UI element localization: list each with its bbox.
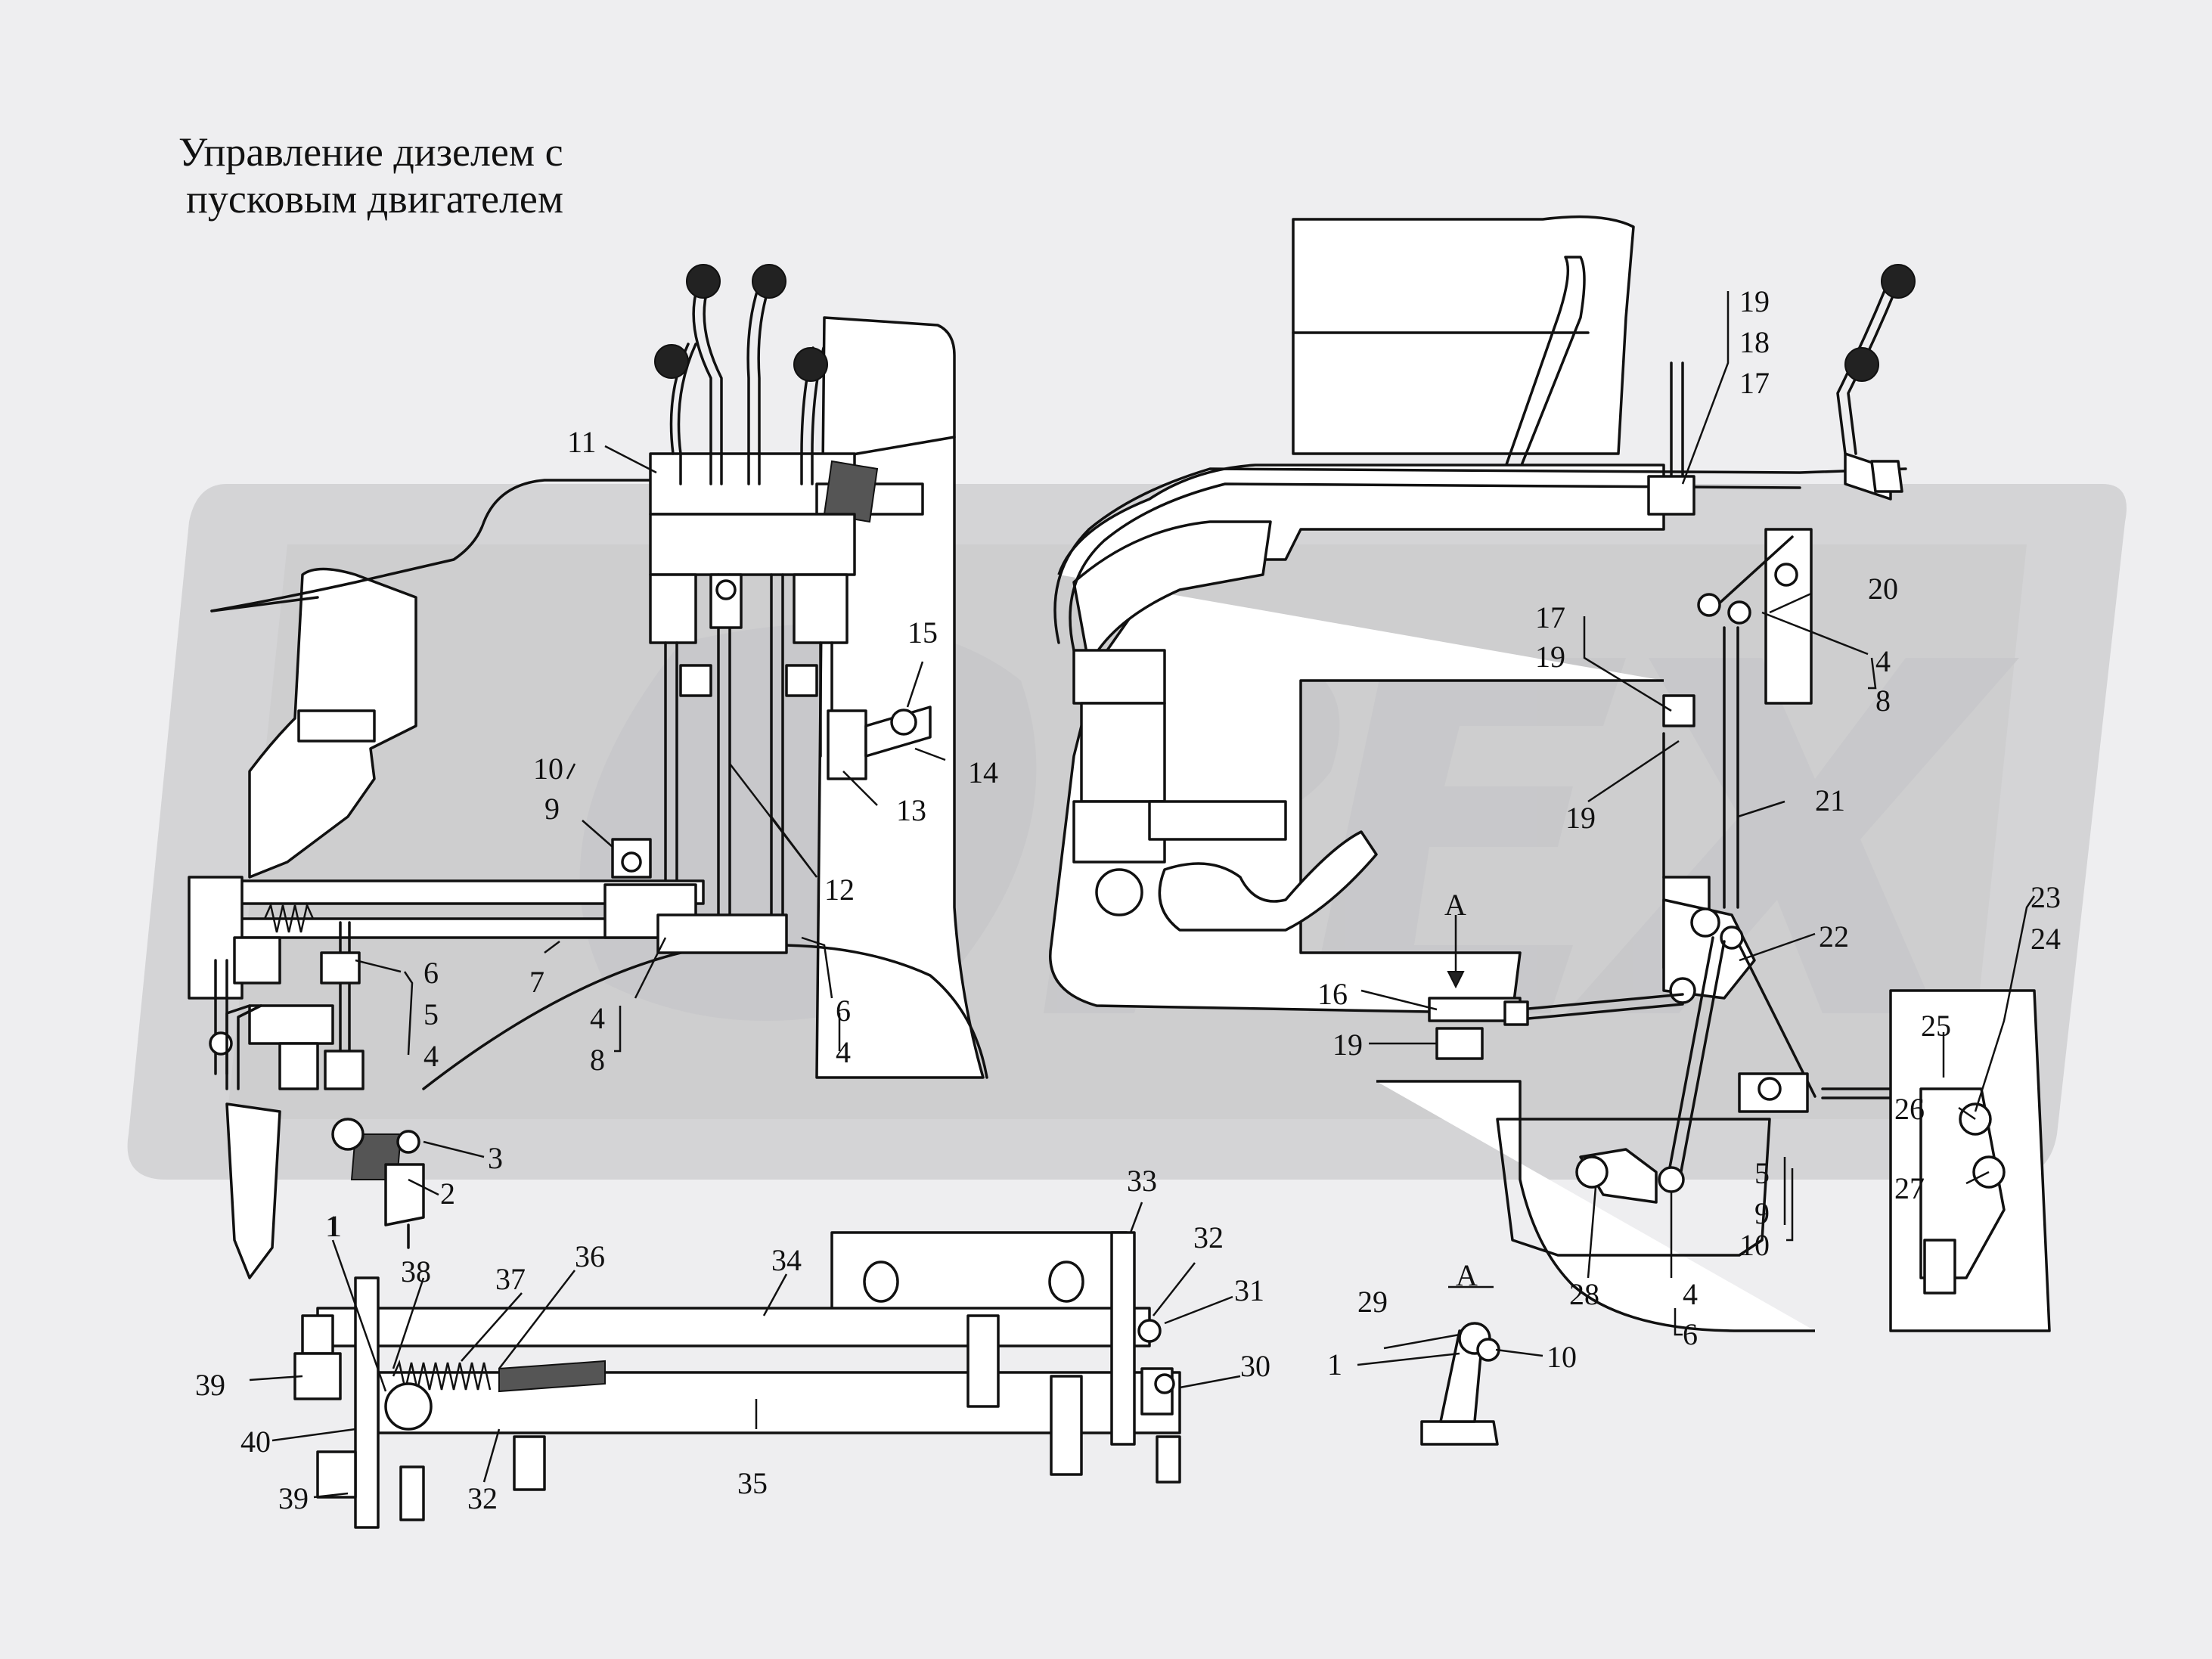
label-bottom-37: 37 bbox=[495, 1262, 526, 1296]
label-left-4: 4 bbox=[423, 1039, 439, 1073]
label-right-16: 16 bbox=[1317, 977, 1348, 1011]
label-left-3: 3 bbox=[488, 1141, 503, 1175]
label-right-27: 27 bbox=[1894, 1171, 1925, 1205]
label-right-19d: 19 bbox=[1332, 1028, 1363, 1062]
label-left-12: 12 bbox=[824, 873, 855, 907]
label-right-6: 6 bbox=[1683, 1317, 1698, 1351]
leader-lines bbox=[249, 291, 2036, 1499]
label-right-25: 25 bbox=[1921, 1009, 1951, 1043]
label-right-5: 5 bbox=[1754, 1156, 1770, 1190]
label-bottom-36: 36 bbox=[575, 1239, 605, 1273]
left-assembly bbox=[188, 264, 988, 1279]
label-right-17b: 17 bbox=[1535, 600, 1565, 634]
label-right-10: 10 bbox=[1739, 1228, 1770, 1262]
label-right-26: 26 bbox=[1894, 1092, 1925, 1126]
label-right-19c: 19 bbox=[1565, 801, 1596, 835]
label-right-8: 8 bbox=[1875, 684, 1891, 718]
label-right-4b: 4 bbox=[1683, 1277, 1698, 1311]
label-bottom-30: 30 bbox=[1240, 1349, 1270, 1383]
label-left-7: 7 bbox=[529, 965, 544, 999]
label-left-14: 14 bbox=[968, 755, 998, 789]
label-view-a-1: 1 bbox=[1327, 1347, 1342, 1381]
label-left-9: 9 bbox=[544, 792, 560, 826]
label-bottom-32: 32 bbox=[1193, 1220, 1224, 1254]
label-right-24: 24 bbox=[2031, 922, 2061, 956]
label-left-1: 1 bbox=[325, 1209, 340, 1243]
label-left-8: 8 bbox=[590, 1043, 605, 1077]
label-bottom-33: 33 bbox=[1127, 1164, 1157, 1198]
label-left-4c: 4 bbox=[836, 1035, 851, 1069]
view-a-detail bbox=[1420, 1322, 1500, 1446]
label-view-a-10: 10 bbox=[1547, 1340, 1577, 1374]
label-left-2: 2 bbox=[440, 1177, 455, 1211]
label-right-22: 22 bbox=[1819, 919, 1849, 954]
label-bottom-31: 31 bbox=[1234, 1273, 1264, 1307]
label-right-9: 9 bbox=[1754, 1196, 1770, 1230]
label-bottom-32b: 32 bbox=[467, 1481, 498, 1515]
label-bottom-39: 39 bbox=[195, 1368, 225, 1402]
label-bottom-39b: 39 bbox=[278, 1481, 309, 1515]
label-left-6: 6 bbox=[423, 956, 439, 990]
label-left-11: 11 bbox=[567, 425, 597, 459]
label-left-5: 5 bbox=[423, 997, 439, 1031]
label-view-a-29: 29 bbox=[1357, 1285, 1388, 1319]
right-assembly bbox=[1049, 215, 2051, 1332]
label-right-17: 17 bbox=[1739, 366, 1770, 400]
label-right-20: 20 bbox=[1868, 572, 1898, 606]
label-left-6b: 6 bbox=[836, 994, 851, 1028]
diagram-title: Управление дизелем с пусковым двигателем bbox=[178, 129, 563, 222]
label-view-a-title: А bbox=[1456, 1258, 1478, 1292]
title-line-1: Управление дизелем с bbox=[178, 129, 563, 175]
label-bottom-34: 34 bbox=[771, 1243, 802, 1277]
label-bottom-40: 40 bbox=[240, 1425, 271, 1459]
label-left-4b: 4 bbox=[590, 1001, 605, 1035]
label-right-21: 21 bbox=[1815, 783, 1845, 817]
label-right-19: 19 bbox=[1739, 284, 1770, 318]
control-levers bbox=[654, 264, 828, 485]
label-bottom-1: 1 bbox=[327, 1209, 342, 1243]
label-view-a-arrow: A bbox=[1444, 888, 1466, 922]
label-left-10: 10 bbox=[533, 752, 563, 786]
label-bottom-35: 35 bbox=[737, 1466, 768, 1500]
label-left-15: 15 bbox=[907, 616, 938, 650]
label-right-18: 18 bbox=[1739, 325, 1770, 359]
label-right-23: 23 bbox=[2031, 880, 2061, 914]
label-right-19b: 19 bbox=[1535, 640, 1565, 674]
label-right-28: 28 bbox=[1569, 1277, 1599, 1311]
part-labels: 11 15 14 13 12 10 9 6 5 4 7 4 8 6 4 3 2 … bbox=[195, 284, 2061, 1515]
hand-lever-right bbox=[1836, 264, 1916, 501]
bottom-assembly bbox=[293, 1231, 1181, 1529]
label-bottom-38: 38 bbox=[401, 1254, 431, 1288]
title-line-2: пусковым двигателем bbox=[186, 176, 564, 222]
label-right-4: 4 bbox=[1875, 644, 1891, 678]
label-left-13: 13 bbox=[896, 793, 926, 827]
